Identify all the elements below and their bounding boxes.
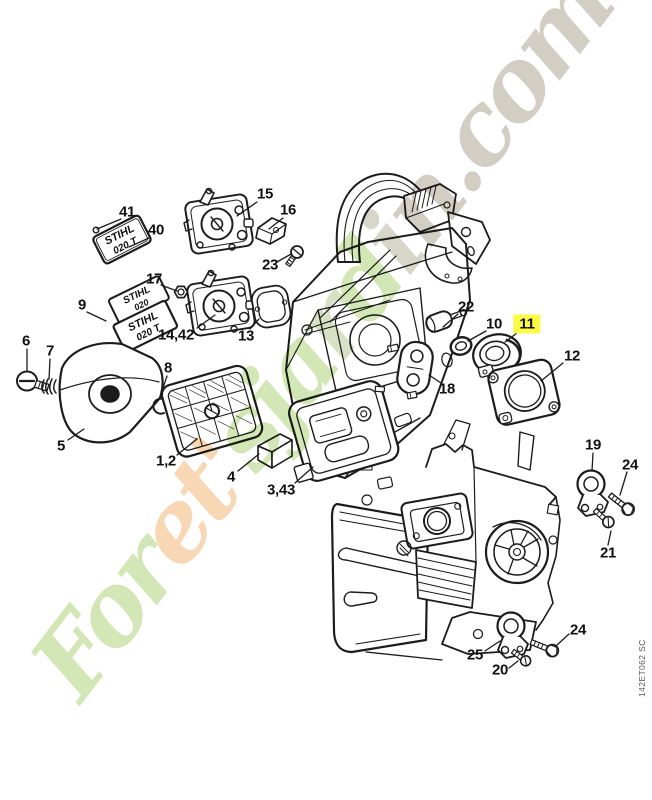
part-mount-19 — [576, 469, 610, 518]
part-spring-7 — [41, 378, 57, 395]
callout-40: 40 — [147, 221, 165, 239]
callout-17: 17 — [145, 270, 163, 288]
callout-19: 19 — [584, 436, 602, 454]
callout-24-bottom: 24 — [569, 621, 587, 639]
callout-20: 20 — [491, 661, 509, 679]
callout-15: 15 — [256, 185, 274, 203]
callout-9: 9 — [77, 296, 87, 314]
callout-leader-lines — [26, 201, 628, 669]
callout-16: 16 — [279, 201, 297, 219]
part-filter-cover-5 — [58, 342, 164, 444]
callout-25: 25 — [466, 646, 484, 664]
callout-5: 5 — [56, 437, 66, 455]
part-screw-21 — [592, 507, 615, 529]
part-screw-6 — [16, 370, 50, 392]
part-bracket-18 — [386, 340, 434, 400]
callout-3-43: 3,43 — [267, 481, 295, 499]
callout-4: 4 — [226, 468, 236, 486]
callout-7: 7 — [45, 342, 55, 360]
drawing-code: 142ET062 SC — [637, 639, 647, 697]
part-filter-base-3-43 — [288, 380, 400, 483]
part-nut-17 — [173, 285, 189, 299]
part-gasket-13 — [251, 284, 292, 329]
callout-23: 23 — [261, 256, 279, 274]
part-top-handle — [319, 172, 491, 323]
callout-1-2: 1,2 — [156, 452, 176, 470]
callout-13: 13 — [237, 327, 255, 345]
callout-11-highlighted: 11 — [513, 314, 541, 334]
part-nameplate-40: STIHL 020 T — [92, 214, 152, 265]
callout-10: 10 — [485, 315, 503, 333]
callout-24-top: 24 — [621, 456, 639, 474]
part-rivet-41 — [92, 226, 100, 234]
callout-18: 18 — [438, 380, 456, 398]
part-screw-23 — [285, 245, 304, 268]
part-screw-24-top — [605, 489, 638, 519]
callout-14-42: 14,42 — [157, 326, 195, 344]
part-bracket-16 — [255, 217, 287, 245]
part-nameplate-9: STIHL 020 STIHL 020 T — [108, 275, 179, 353]
part-ring-10 — [449, 336, 473, 356]
part-screw-24-bottom — [527, 635, 562, 660]
part-screw-20 — [510, 648, 532, 667]
part-clip-8 — [152, 397, 165, 415]
callout-41: 41 — [118, 203, 136, 221]
part-filter-element-4 — [257, 433, 293, 469]
part-air-filter-1-2 — [160, 364, 264, 458]
callout-6: 6 — [21, 332, 31, 350]
callout-21: 21 — [599, 544, 617, 562]
callout-8: 8 — [163, 359, 173, 377]
callout-22: 22 — [457, 298, 475, 316]
part-carburetor-15 — [183, 187, 255, 256]
callout-12: 12 — [563, 347, 581, 365]
part-flange-12 — [487, 358, 561, 426]
part-engine-crankcase — [330, 419, 561, 661]
